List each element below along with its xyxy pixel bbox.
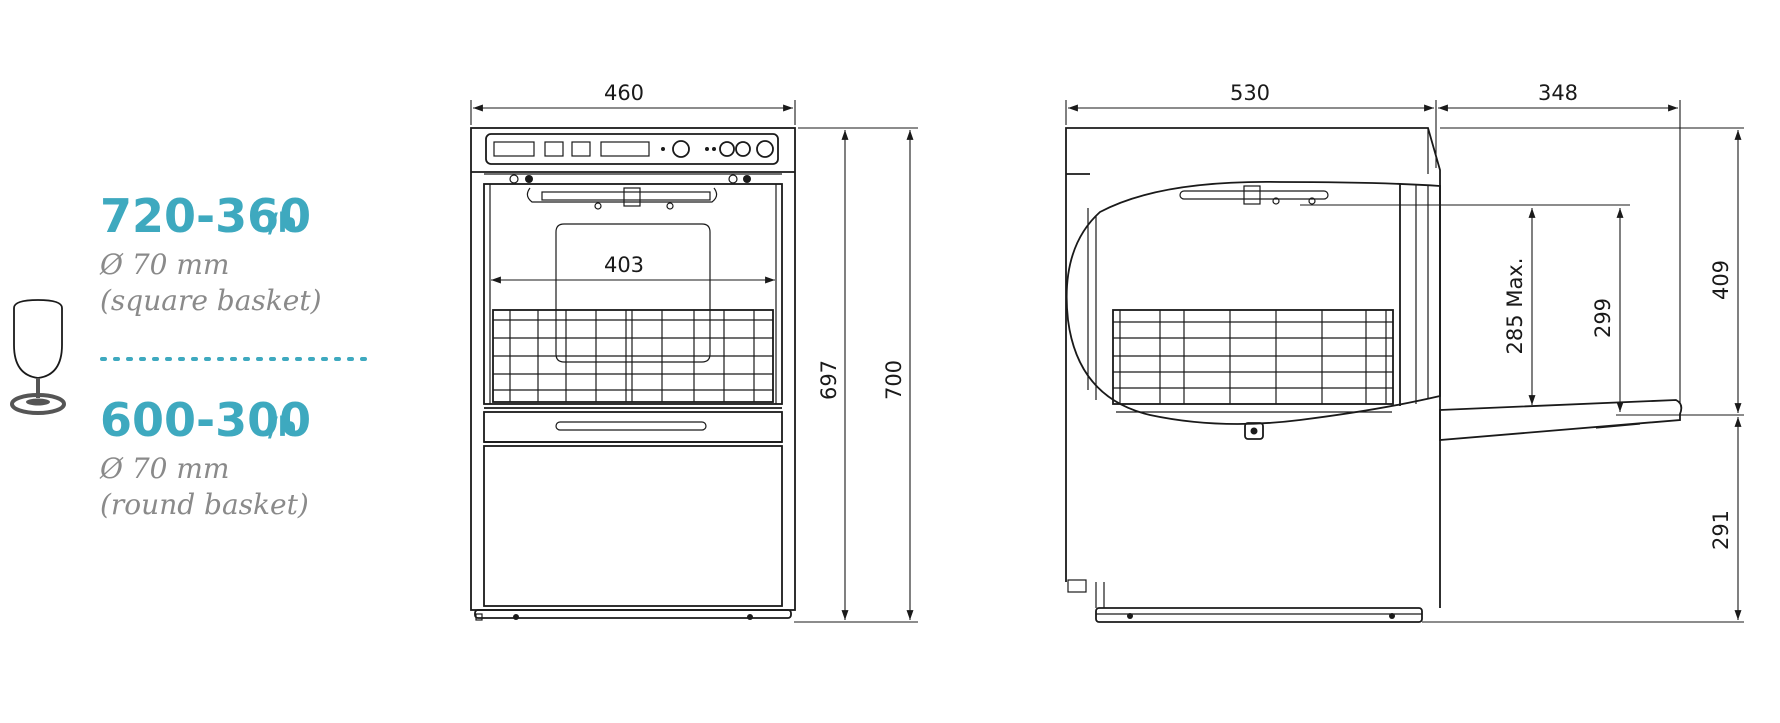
dim-inner-width: 403 [604,253,644,277]
capacity-diameter: Ø 70 mm [99,248,230,281]
capacity-basket: (round basket) [100,488,309,521]
capacity-square: 720-360 /h Ø 70 mm (square basket) [99,189,322,317]
dim-opening-top: 409 [1709,260,1733,300]
dim-clearance: 299 [1591,298,1615,338]
capacity-diameter: Ø 70 mm [99,452,230,485]
capacity-basket: (square basket) [100,284,322,317]
capacity-rate: 600-300 [100,393,311,447]
side-view: 530 348 285 Max. 299 409 291 [1065,81,1744,623]
wine-glass-icon [10,299,66,415]
dim-door-open: 348 [1538,81,1578,105]
capacity-round: 600-300 /h Ø 70 mm (round basket) [99,393,311,521]
dim-height-total: 700 [882,360,906,400]
capacity-rate: 720-360 [100,189,311,243]
capacity-unit: /h [268,208,297,239]
dim-width: 460 [604,81,644,105]
dim-max-height: 285 Max. [1503,258,1527,355]
capacity-unit: /h [268,412,297,443]
dim-height-body: 697 [817,360,841,400]
dim-door-height: 291 [1709,510,1733,550]
dim-depth: 530 [1230,81,1270,105]
front-view: 460 403 697 700 [470,81,918,623]
